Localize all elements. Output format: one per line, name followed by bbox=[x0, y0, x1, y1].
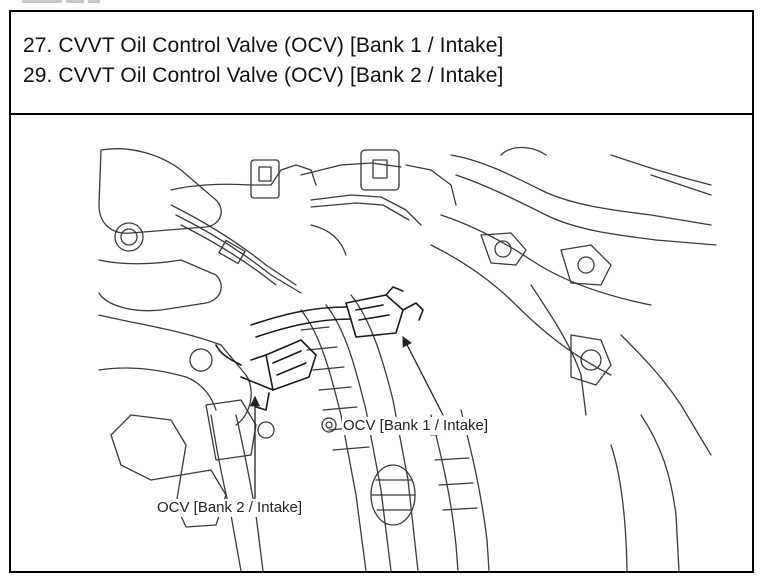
caption-line-27: 27. CVVT Oil Control Valve (OCV) [Bank 1… bbox=[23, 34, 504, 57]
callout-ocv-bank2: OCV [Bank 2 / Intake] bbox=[156, 499, 304, 517]
figure-frame: 27. CVVT Oil Control Valve (OCV) [Bank 1… bbox=[9, 10, 754, 573]
arrow-bank1 bbox=[402, 336, 444, 416]
intake-manifold-right bbox=[430, 146, 717, 571]
engine-line-drawing bbox=[98, 146, 717, 571]
callout-ocv-bank1: OCV [Bank 1 / Intake] bbox=[342, 417, 490, 435]
caption-line-29: 29. CVVT Oil Control Valve (OCV) [Bank 2… bbox=[23, 64, 504, 87]
harness-and-brackets bbox=[170, 149, 457, 294]
figure-header: 27. CVVT Oil Control Valve (OCV) [Bank 1… bbox=[11, 12, 752, 115]
leader-arrows bbox=[249, 336, 444, 506]
scan-artifact bbox=[22, 0, 142, 6]
ocv-bank1-connector bbox=[250, 286, 424, 338]
ocv-bank2-connector bbox=[215, 339, 317, 411]
engine-diagram: OCV [Bank 1 / Intake] OCV [Bank 2 / Inta… bbox=[11, 115, 752, 571]
bolt-near-label bbox=[321, 417, 337, 433]
